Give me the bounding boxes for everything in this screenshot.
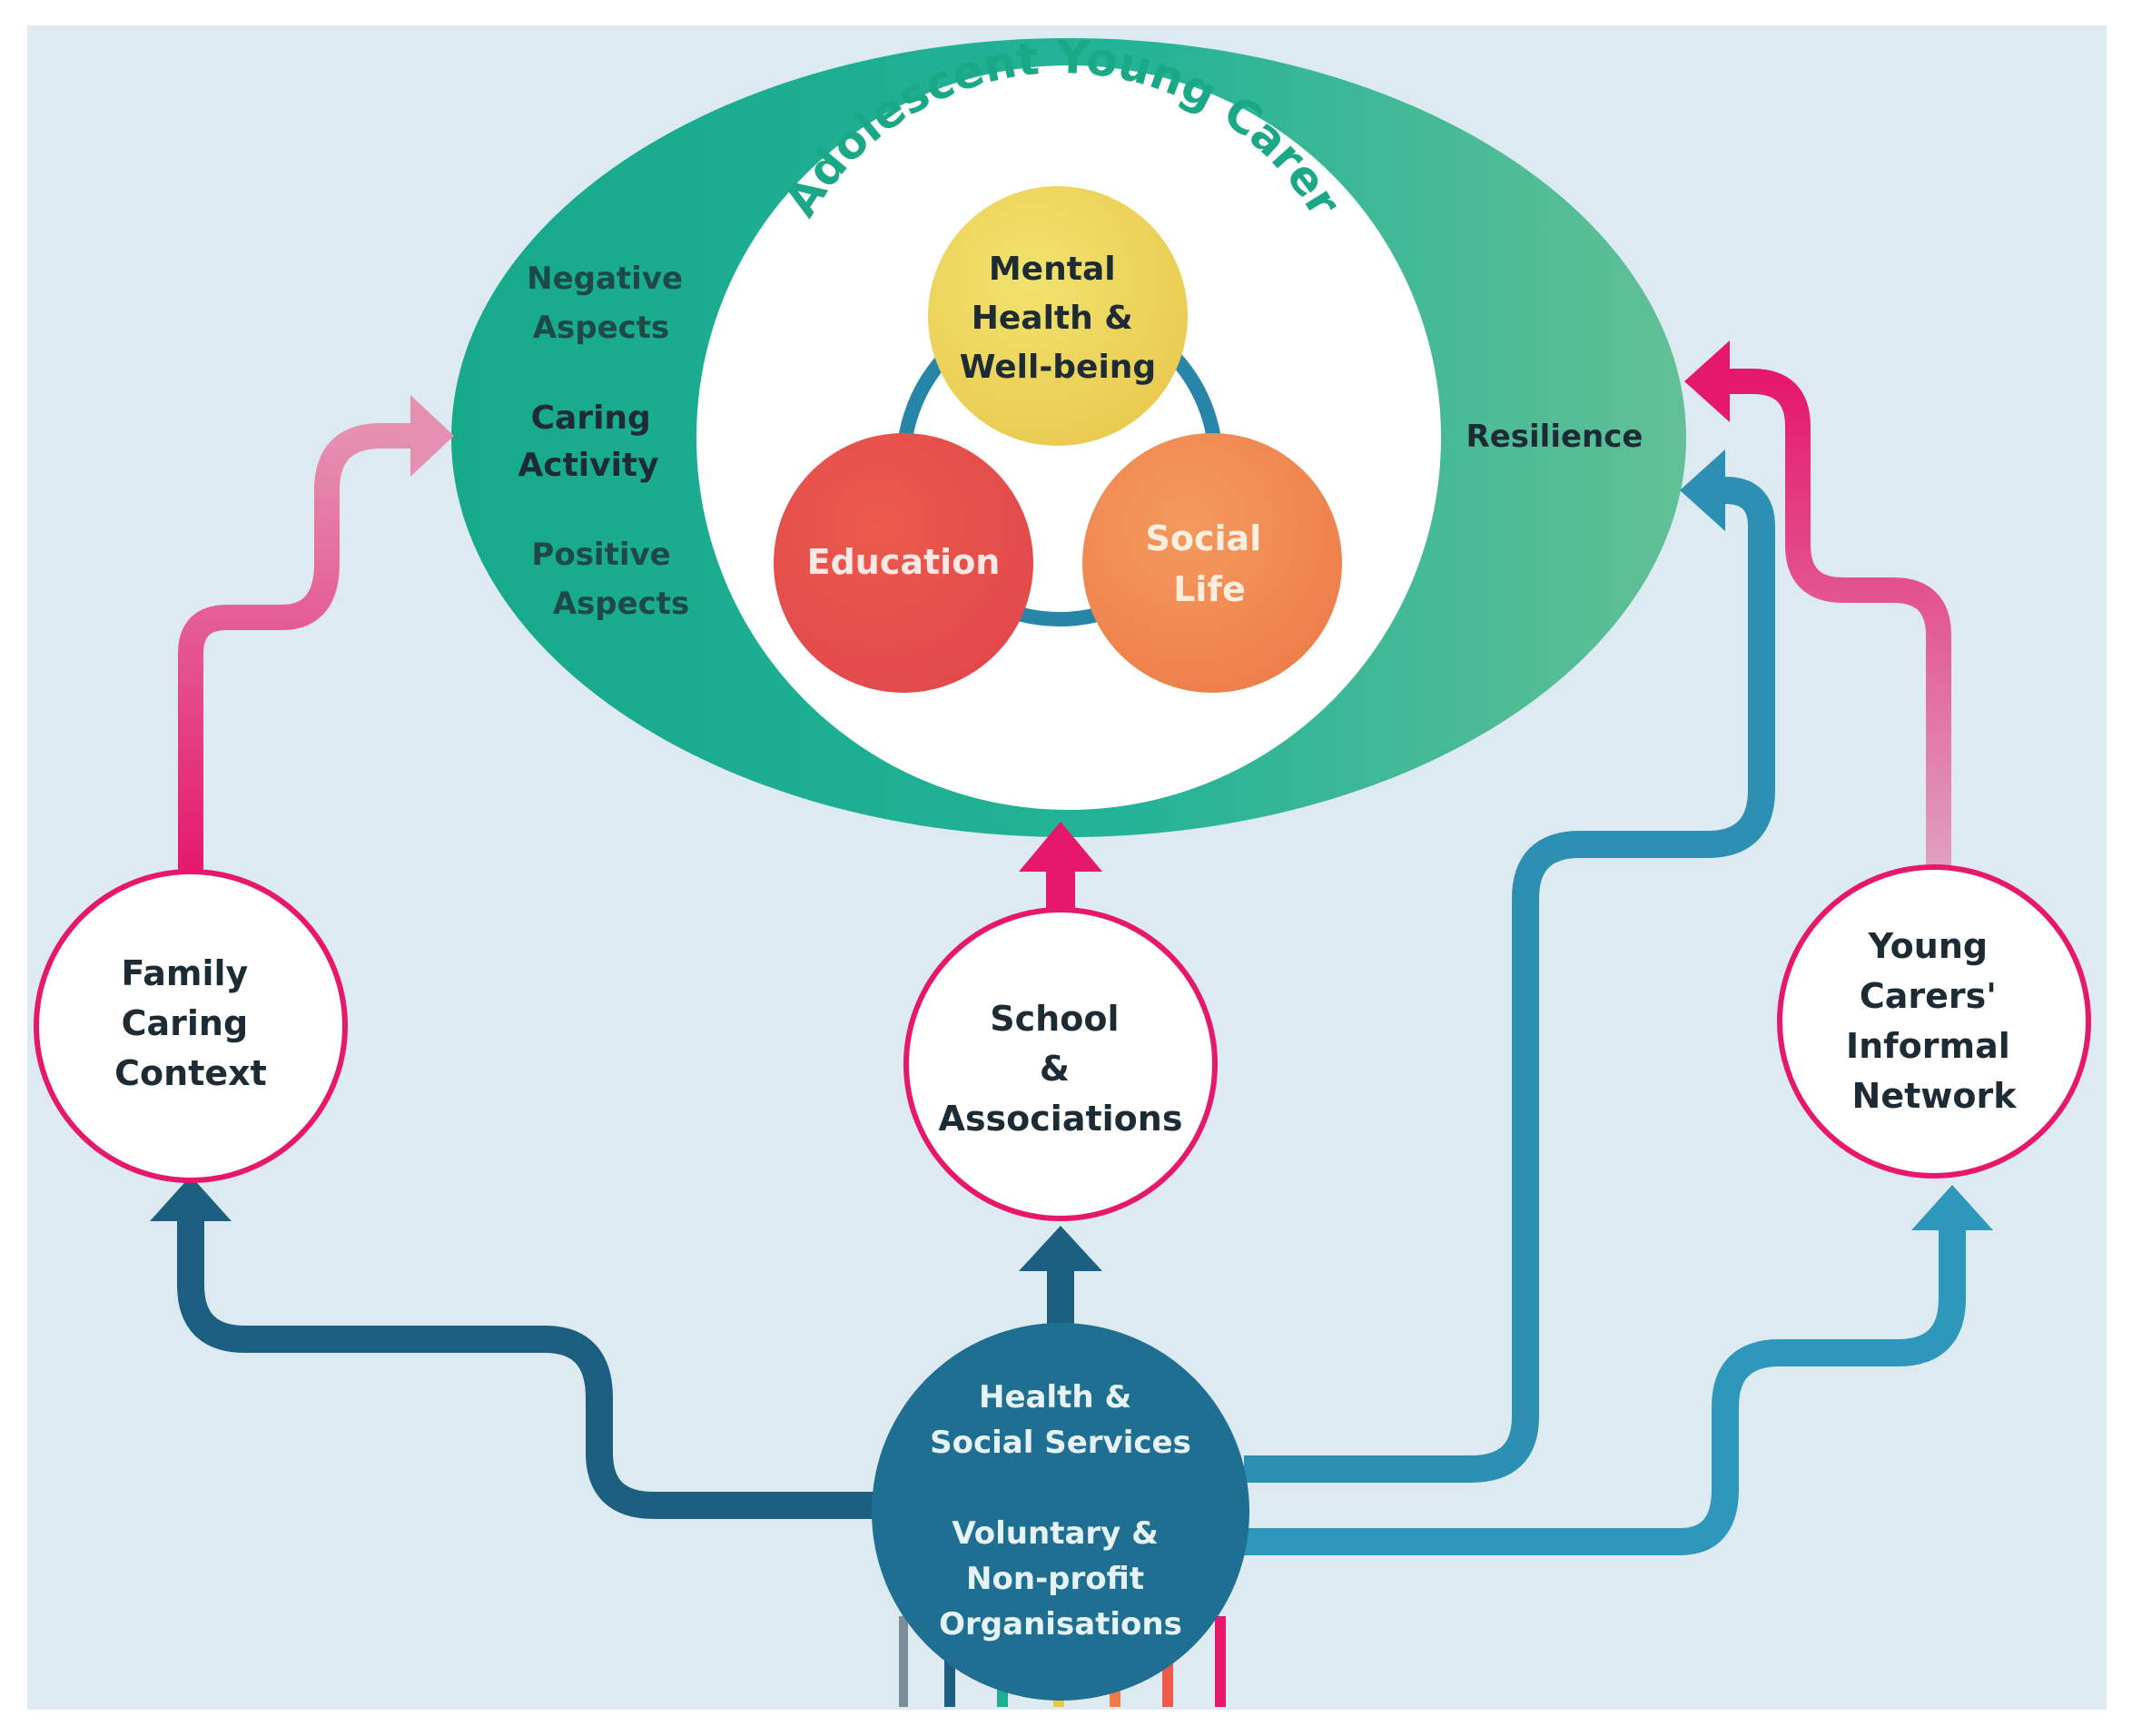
school-node bbox=[903, 907, 1218, 1221]
arrow-head-network-blue bbox=[1911, 1185, 1993, 1230]
school-label: School & Associations bbox=[939, 999, 1183, 1139]
network-node bbox=[1777, 864, 2091, 1179]
education-circle bbox=[774, 433, 1033, 693]
social-life-circle bbox=[1082, 433, 1342, 693]
family-label: Family Caring Context bbox=[114, 953, 267, 1093]
mental-health-circle bbox=[928, 186, 1188, 446]
negative-aspects-label: Negative Aspects bbox=[527, 261, 694, 346]
arrow-network-to-ellipse bbox=[1725, 369, 1951, 867]
family-node bbox=[34, 869, 348, 1183]
arrow-family-to-ellipse bbox=[178, 423, 413, 872]
arrow-services-to-school bbox=[1047, 1262, 1074, 1326]
arrow-head-family-blue bbox=[150, 1176, 232, 1221]
services-bottom-label: Voluntary & Non-profit Organisations bbox=[939, 1515, 1182, 1642]
network-label: Young Carers' Informal Network bbox=[1846, 926, 2022, 1116]
services-node bbox=[872, 1323, 1249, 1701]
arrow-head-family bbox=[410, 395, 454, 477]
arrow-services-to-network bbox=[1244, 1226, 1966, 1555]
arrow-head-services-ellipse bbox=[1680, 449, 1725, 531]
positive-aspects-label: Positive Aspects bbox=[531, 537, 689, 622]
arrow-head-network bbox=[1684, 340, 1730, 422]
arrow-services-to-family bbox=[177, 1217, 890, 1519]
education-label: Education bbox=[807, 542, 1001, 582]
arrow-head-school bbox=[1019, 822, 1102, 872]
caring-activity-label: Caring Activity bbox=[518, 399, 662, 484]
arrow-services-to-ellipse bbox=[1244, 477, 1775, 1483]
social-life-label: Social Life bbox=[1146, 518, 1274, 609]
resilience-label: Resilience bbox=[1466, 419, 1643, 455]
services-top-label: Health & Social Services bbox=[930, 1379, 1191, 1461]
arrow-head-school-blue bbox=[1019, 1226, 1102, 1271]
mental-health-label: Mental Health & Well-being bbox=[960, 251, 1156, 386]
